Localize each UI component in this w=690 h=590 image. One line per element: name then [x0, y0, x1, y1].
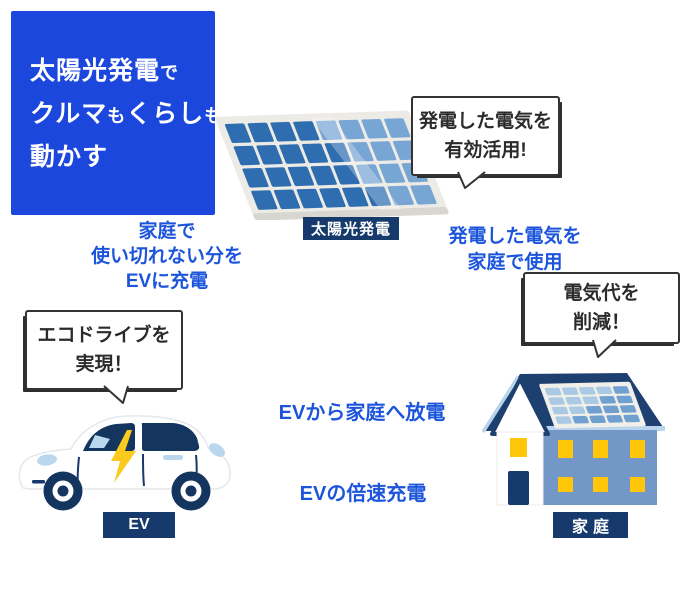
bubble-eco-drive-line1: エコドライブを [37, 325, 171, 346]
home-label: 家庭 [553, 512, 628, 538]
ev-label: EV [103, 512, 175, 538]
car-rear-window [141, 423, 200, 451]
ev-car-illustration [18, 415, 231, 511]
house-window [593, 440, 608, 458]
house-window [630, 477, 645, 492]
solar-panel-label: 太陽光発電 [303, 217, 399, 240]
car-bumper-detail [32, 480, 45, 484]
lightning-bolt-icon [111, 430, 136, 483]
bubble-eco-drive-line2: 実現！ [75, 354, 133, 375]
flow-ev-fast-charge: EVの倍速充電 [299, 483, 427, 505]
car-headlight [37, 454, 57, 466]
roof-solar-panel [539, 381, 646, 429]
house-window [630, 440, 645, 458]
house-eave-highlight [481, 376, 520, 433]
headline-line3: 動かす [30, 143, 109, 171]
bubble-use-electricity-line1: 発電した電気を [418, 111, 552, 132]
house-illustration [481, 373, 665, 506]
bubble-cut-bill-line1: 電気代を [563, 283, 640, 304]
headline-card: 太陽光発電で クルマもくらしも 動かす [11, 11, 224, 215]
car-door-handle [163, 455, 183, 460]
bubble-tail-icon [457, 171, 486, 189]
house-eave-highlight [542, 426, 665, 431]
bubble-eco-drive: エコドライブを 実現！ [25, 310, 183, 404]
car-door-seam [142, 453, 145, 487]
flow-generated-to-home: 発電した電気を 家庭で使用 [448, 226, 582, 273]
car-quarter-window-accent [89, 435, 110, 448]
house-door [508, 471, 529, 505]
house-window [558, 477, 573, 492]
house-window [558, 440, 573, 458]
solar-panel-illustration [215, 110, 449, 220]
bubble-use-electricity-line2: 有効活用! [444, 140, 527, 161]
car-front-wheel [43, 471, 83, 511]
house-window [510, 438, 527, 457]
bubble-cut-bill: 電気代を 削減！ [523, 272, 680, 358]
bubble-tail-icon [592, 339, 617, 358]
bubble-tail-icon [103, 385, 129, 404]
flow-surplus-to-ev: 家庭で 使い切れない分を EVに充電 [90, 221, 243, 292]
house-window [593, 477, 608, 492]
bubble-cut-bill-line2: 削減！ [572, 312, 630, 333]
car-taillight [208, 443, 226, 457]
headline-line2: クルマもくらしも [30, 100, 224, 128]
headline-line1: 太陽光発電で [30, 57, 180, 85]
flow-ev-to-home: EVから家庭へ放電 [278, 402, 446, 424]
car-rear-wheel [171, 471, 211, 511]
bubble-use-electricity: 発電した電気を 有効活用! [411, 96, 560, 189]
